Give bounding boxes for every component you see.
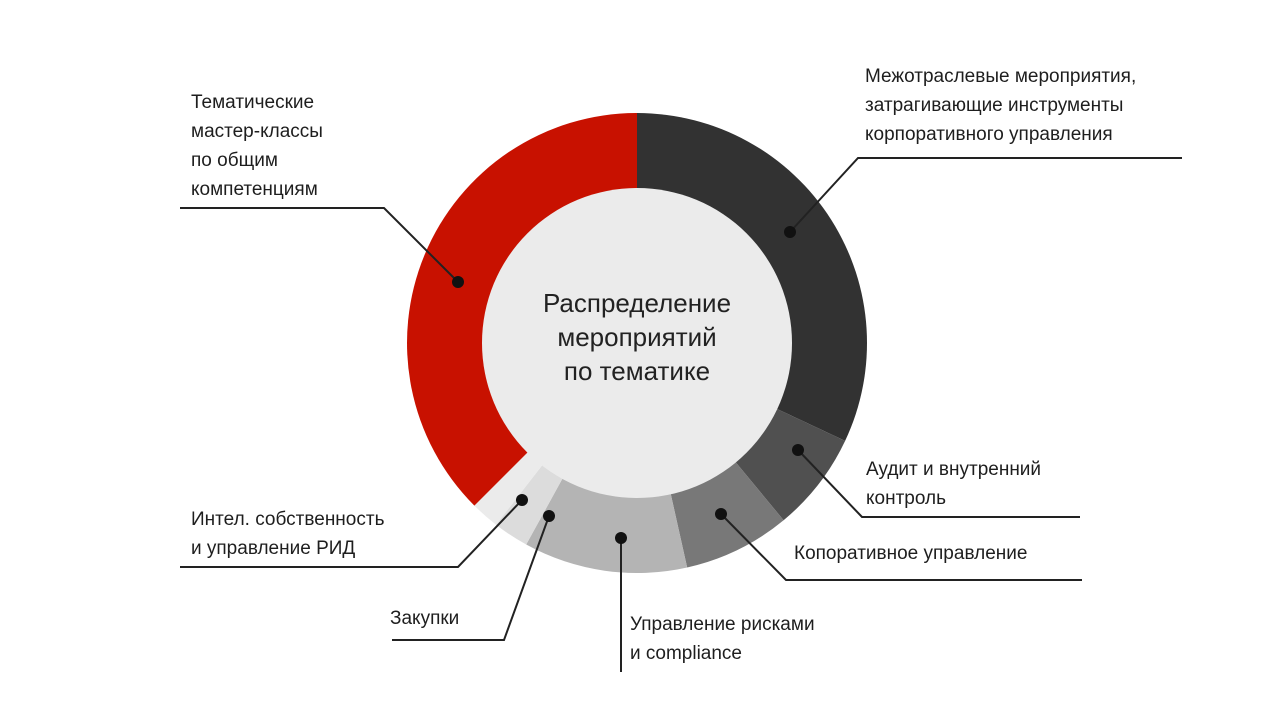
label-line: и управление РИД bbox=[191, 538, 356, 559]
leader-audit-dot bbox=[792, 444, 804, 456]
label-line: Интел. собственность bbox=[191, 509, 385, 530]
label-line: Управление рисками bbox=[630, 614, 815, 635]
label-line: Тематические bbox=[191, 92, 315, 113]
leader-thematic-masterclasses bbox=[180, 207, 459, 283]
leader-procurement bbox=[392, 515, 550, 641]
leader-lines bbox=[180, 157, 1182, 672]
label-ip-rid: Интел. собственность и управление РИД bbox=[191, 505, 384, 563]
center-disc bbox=[482, 188, 792, 498]
leader-procurement-dot bbox=[543, 510, 555, 522]
leader-intersectoral bbox=[789, 157, 1182, 233]
chart-title: Распределение мероприятий по тематике bbox=[500, 286, 774, 388]
label-line: Межотраслевые мероприятия, bbox=[865, 66, 1137, 87]
label-procurement: Закупки bbox=[390, 604, 459, 633]
leader-corporate-governance bbox=[720, 513, 1082, 581]
chart-title-line-2: мероприятий bbox=[557, 322, 717, 352]
label-intersectoral: Межотраслевые мероприятия, затрагивающие… bbox=[865, 62, 1136, 149]
label-thematic-masterclasses: Тематические мастер-классы по общим комп… bbox=[191, 88, 323, 204]
label-line: Копоративное управление bbox=[794, 543, 1028, 564]
leader-corporate-governance-dot bbox=[715, 508, 727, 520]
leader-thematic-masterclasses-dot bbox=[452, 276, 464, 288]
label-line: по общим bbox=[191, 150, 278, 171]
chart-title-line-3: по тематике bbox=[563, 356, 711, 386]
leader-intersectoral-dot bbox=[784, 226, 796, 238]
label-risk-compliance: Управление рисками и compliance bbox=[630, 610, 815, 668]
label-corporate-governance: Копоративное управление bbox=[794, 539, 1027, 568]
label-line: мастер-классы bbox=[191, 121, 323, 142]
leader-audit bbox=[797, 449, 1080, 518]
chart-title-line-1: Распределение bbox=[542, 288, 732, 318]
leader-ip-rid bbox=[180, 499, 523, 568]
label-audit: Аудит и внутренний контроль bbox=[866, 455, 1041, 513]
label-line: Аудит и внутренний bbox=[866, 459, 1042, 480]
label-line: корпоративного управления bbox=[865, 124, 1113, 145]
label-line: компетенциям bbox=[191, 179, 318, 200]
label-line: Закупки bbox=[390, 608, 460, 629]
label-line: затрагивающие инструменты bbox=[865, 95, 1124, 116]
leader-risk-compliance-dot bbox=[615, 532, 627, 544]
leader-ip-rid-dot bbox=[516, 494, 528, 506]
label-line: и compliance bbox=[630, 643, 742, 664]
label-line: контроль bbox=[866, 488, 946, 509]
